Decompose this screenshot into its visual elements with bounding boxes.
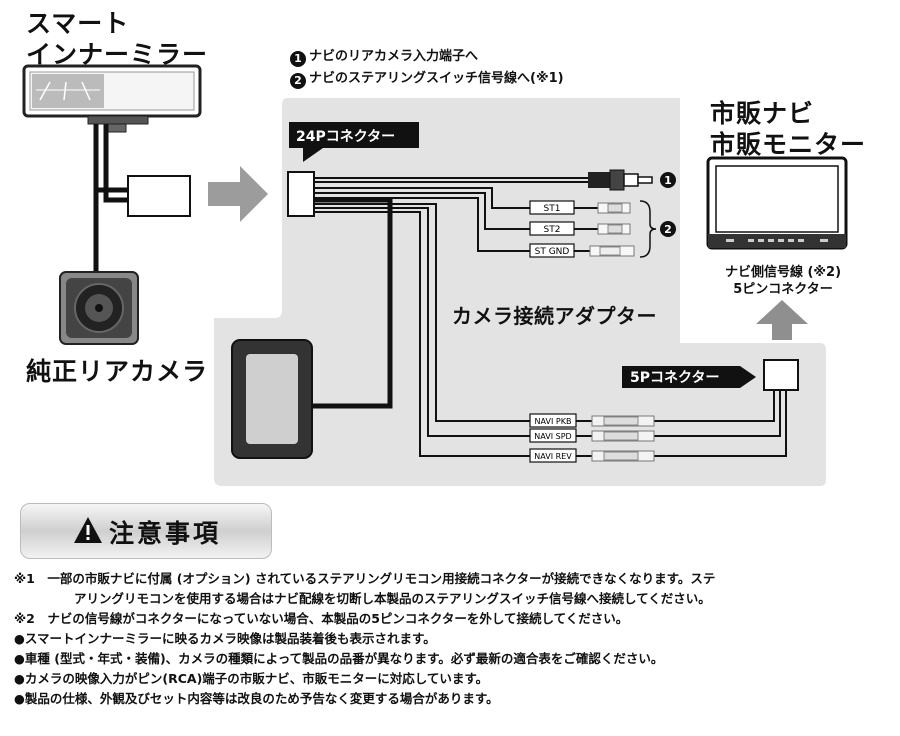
st-brace xyxy=(639,200,657,258)
wire-label-navi-spd: NAVI SPD xyxy=(534,432,571,441)
navi-signal-line-1: ナビ側信号線 (※2) xyxy=(724,265,842,280)
right-title-line-1: 市販ナビ xyxy=(710,99,815,128)
right-title: 市販ナビ 市販モニター xyxy=(710,98,866,160)
wire-label-st1: ST1 xyxy=(544,204,561,214)
rear-camera-label: 純正リアカメラ xyxy=(26,357,209,386)
marker-2-badge: 2 xyxy=(290,73,306,89)
up-arrow-icon xyxy=(756,300,808,340)
st-wires: ST1 ST2 ST GND xyxy=(529,200,635,258)
adapter-box xyxy=(231,339,313,459)
rca-connector-icon xyxy=(588,169,653,191)
mirror-icon xyxy=(22,64,202,133)
wire-label-st2: ST2 xyxy=(544,225,561,235)
notes-list: ※1 一部の市販ナビに付属 (オプション) されているステアリングリモコン用接続… xyxy=(14,569,886,709)
mirror-title: スマート インナーミラー xyxy=(26,8,208,70)
navi-wires: NAVI PKB NAVI SPD NAVI REV xyxy=(529,413,655,463)
marker-1-badge: 1 xyxy=(290,51,306,67)
note-1: ※1 一部の市販ナビに付属 (オプション) されているステアリングリモコン用接続… xyxy=(14,571,716,586)
wire-label-navi-pkb: NAVI PKB xyxy=(535,417,572,426)
note-2: ※2 ナビの信号線がコネクターになっていない場合、本製品の5ピンコネクターを外し… xyxy=(14,611,629,626)
marker-2-circle xyxy=(660,221,676,237)
note-5: ●カメラの映像入力がピン(RCA)端子の市販ナビ、市販モニターに対応しています。 xyxy=(14,671,489,686)
note-6: ●製品の仕様、外観及びセット内容等は改良のため予告なく変更する場合があります。 xyxy=(14,691,499,706)
connector-5p-tag xyxy=(622,366,740,388)
monitor-icon xyxy=(706,156,848,250)
connector-5p xyxy=(763,359,799,391)
caution-title: 注意事項 xyxy=(109,519,222,548)
note-3: ●スマートインナーミラーに映るカメラ映像は製品装着後も表示されます。 xyxy=(14,631,436,646)
marker-2-text: 2 xyxy=(664,223,672,236)
warning-triangle-icon xyxy=(74,517,102,543)
mirror-control-box xyxy=(127,175,191,217)
connector-5p-label: 5Pコネクター xyxy=(630,370,719,386)
top-note-1-text: ナビのリアカメラ入力端子へ xyxy=(309,49,479,64)
connector-24p xyxy=(287,171,315,217)
connector-24p-tag xyxy=(289,122,419,148)
navi-signal-line-2: 5ピンコネクター xyxy=(733,282,833,297)
wire-label-st-gnd: ST GND xyxy=(535,247,570,257)
connector-24p-label: 24Pコネクター xyxy=(296,129,395,145)
note-1-continued: アリングリモコンを使用する場合はナビ配線を切断し本製品のステアリングスイッチ信号… xyxy=(74,591,711,606)
right-title-line-2: 市販モニター xyxy=(710,130,867,159)
mirror-title-line-1: スマート xyxy=(26,9,130,38)
marker-1-text: 1 xyxy=(664,174,672,187)
caution-banner: 注意事項 xyxy=(20,503,272,559)
rear-camera-icon xyxy=(59,271,139,345)
wire-label-navi-rev: NAVI REV xyxy=(534,452,572,461)
marker-1-circle xyxy=(660,172,676,188)
background-panel xyxy=(214,98,826,486)
adapter-label: カメラ接続アダプター xyxy=(452,304,657,328)
mirror-title-line-2: インナーミラー xyxy=(26,40,209,69)
note-4: ●車種 (型式・年式・装備)、カメラの種類によって製品の品番が異なります。必ず最… xyxy=(14,651,664,666)
top-note-2-text: ナビのステアリングスイッチ信号線へ(※1) xyxy=(309,71,564,86)
wiring-diagram: 24Pコネクター 1 ST1 ST2 ST GND xyxy=(22,64,848,486)
navi-signal-text: ナビ側信号線 (※2) 5ピンコネクター xyxy=(708,264,858,298)
flow-arrow-icon xyxy=(208,166,268,222)
